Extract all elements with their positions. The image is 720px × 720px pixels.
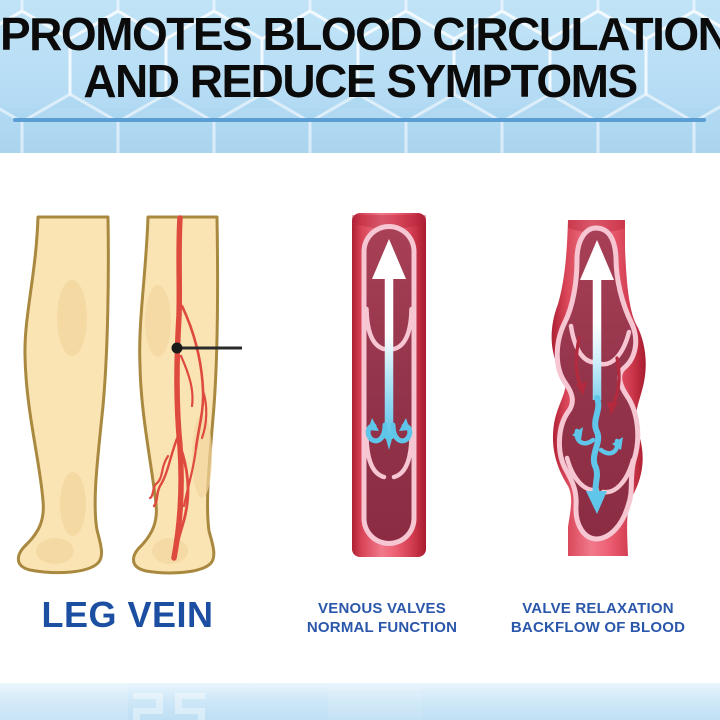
backflow-arrowhead-down [586, 491, 607, 514]
upward-flow-arrow-icon [372, 239, 406, 439]
swirl-arrowhead-left [368, 418, 379, 431]
backflow-curl-left-tip [572, 427, 583, 440]
swirl-arrowhead-right [399, 418, 410, 431]
relaxed-vein-caption: VALVE RELAXATION BACKFLOW OF BLOOD [492, 599, 704, 637]
headline-line2: AND REDUCE SYMPTOMS [83, 55, 638, 107]
normal-vein-illustration [352, 213, 426, 557]
relaxed-vein-caption-line1: VALVE RELAXATION [522, 600, 674, 617]
divider-line [13, 118, 706, 122]
page-title: PROMOTES BLOOD CIRCULATION AND REDUCE SY… [0, 0, 720, 105]
pointer-dot [171, 342, 183, 354]
backflow-curl-right-tip [612, 437, 623, 450]
leg-veins [148, 215, 208, 561]
relaxed-vein-caption-line2: BACKFLOW OF BLOOD [510, 619, 686, 636]
normal-vein-caption-line1: VENOUS VALVES [318, 600, 446, 617]
footer-digital-pattern [0, 683, 720, 720]
tube-top-shading [352, 215, 426, 229]
leg-vein-label: LEG VEIN [41, 594, 214, 635]
venous-valve-leaflets [364, 306, 414, 480]
red-arrowhead-right [607, 402, 618, 415]
pointer-line [171, 342, 242, 354]
right-leg-shading [145, 285, 212, 564]
normal-vein-caption: VENOUS VALVES NORMAL FUNCTION [276, 599, 488, 637]
footer-band [0, 683, 720, 720]
normal-vein-caption-line2: NORMAL FUNCTION [306, 619, 458, 636]
header-banner: PROMOTES BLOOD CIRCULATION AND REDUCE SY… [0, 0, 720, 153]
swirl-center-tip [385, 437, 393, 450]
upward-flow-arrow-icon [580, 240, 614, 400]
leg-illustration [16, 215, 242, 575]
hexagon-pattern [0, 0, 720, 153]
red-arrowhead-left [576, 382, 587, 395]
headline-line1: PROMOTES BLOOD CIRCULATION [0, 8, 720, 60]
left-leg-shading [36, 280, 87, 564]
relaxed-vein-illustration [551, 220, 646, 556]
